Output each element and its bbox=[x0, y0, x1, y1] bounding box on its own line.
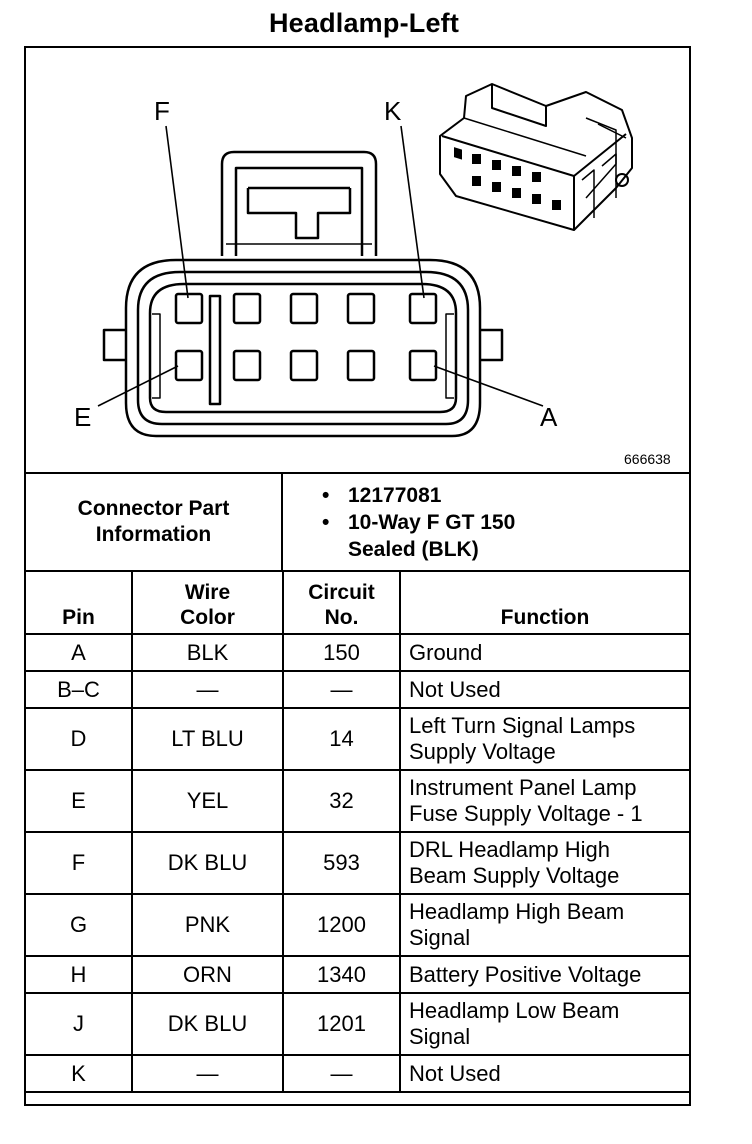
pin-cell: F bbox=[26, 831, 133, 895]
table-row: K — — Not Used bbox=[26, 1054, 689, 1093]
connector-diagram: F K E A 666638 bbox=[26, 48, 689, 474]
wire-color-cell: DK BLU bbox=[131, 992, 284, 1056]
circuit-cell: 150 bbox=[282, 633, 401, 672]
connector-label-line1: Connector Part bbox=[77, 497, 230, 520]
pin-cell: B–C bbox=[26, 670, 133, 709]
pin-cell: J bbox=[26, 992, 133, 1056]
circuit-cell: 14 bbox=[282, 707, 401, 771]
wire-color-cell: — bbox=[131, 1054, 284, 1093]
function-cell: Not Used bbox=[399, 670, 689, 709]
function-cell: Battery Positive Voltage bbox=[399, 955, 689, 994]
pin-cell: A bbox=[26, 633, 133, 672]
circuit-cell: — bbox=[282, 670, 401, 709]
circuit-cell: 1340 bbox=[282, 955, 401, 994]
wire-color-cell: ORN bbox=[131, 955, 284, 994]
pin-cell: K bbox=[26, 1054, 133, 1093]
connector-part-information: Connector Part Information 12177081 10-W… bbox=[26, 474, 689, 572]
circuit-cell: — bbox=[282, 1054, 401, 1093]
wire-color-cell: LT BLU bbox=[131, 707, 284, 771]
circuit-cell: 1200 bbox=[282, 893, 401, 957]
function-cell: Not Used bbox=[399, 1054, 689, 1093]
wire-color-cell: YEL bbox=[131, 769, 284, 833]
pin-cell: D bbox=[26, 707, 133, 771]
table-row: H ORN 1340 Battery Positive Voltage bbox=[26, 955, 689, 994]
connector-face-drawing: F K E A 666638 bbox=[74, 83, 671, 467]
callout-k: K bbox=[384, 96, 402, 126]
callout-a: A bbox=[540, 402, 558, 432]
wire-color-cell: PNK bbox=[131, 893, 284, 957]
pin-cell: H bbox=[26, 955, 133, 994]
function-cell: Ground bbox=[399, 633, 689, 672]
connector-label-line2: Information bbox=[95, 523, 212, 546]
pin-cell: G bbox=[26, 893, 133, 957]
part-number: 12177081 bbox=[322, 482, 515, 509]
connector-description-line1: 10-Way F GT 150 bbox=[322, 509, 515, 536]
circuit-cell: 1201 bbox=[282, 992, 401, 1056]
connector-sheet: F K E A 666638 Connector Part Informatio… bbox=[24, 46, 691, 1106]
pin-cell: E bbox=[26, 769, 133, 833]
wire-color-cell: DK BLU bbox=[131, 831, 284, 895]
connector-description-line2: Sealed (BLK) bbox=[348, 538, 479, 561]
connector-part-label: Connector Part Information bbox=[26, 474, 283, 570]
wire-color-cell: BLK bbox=[131, 633, 284, 672]
header-pin: Pin bbox=[26, 572, 133, 635]
header-function: Function bbox=[399, 572, 689, 635]
page-title: Headlamp-Left bbox=[268, 8, 460, 38]
wire-color-cell: — bbox=[131, 670, 284, 709]
circuit-cell: 32 bbox=[282, 769, 401, 833]
callout-e: E bbox=[74, 402, 91, 432]
figure-number: 666638 bbox=[624, 451, 671, 467]
circuit-cell: 593 bbox=[282, 831, 401, 895]
table-row: A BLK 150 Ground bbox=[26, 633, 689, 672]
callout-f: F bbox=[154, 96, 170, 126]
table-row: B–C — — Not Used bbox=[26, 670, 689, 709]
connector-part-details: 12177081 10-Way F GT 150 Sealed (BLK) bbox=[322, 482, 515, 563]
